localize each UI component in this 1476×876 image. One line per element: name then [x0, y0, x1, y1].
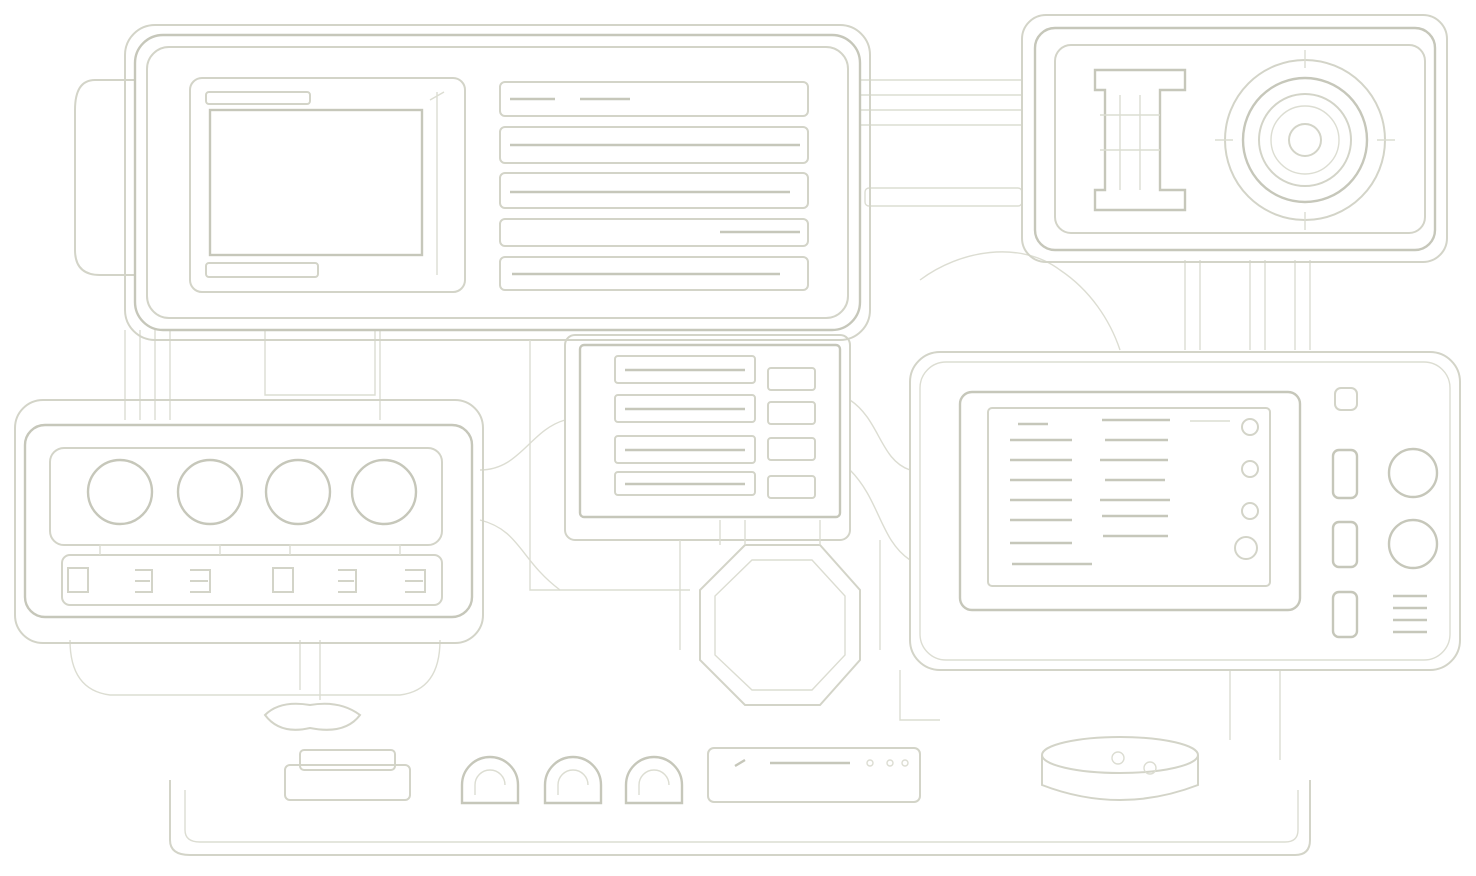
- main-display-panel: [74, 24, 871, 341]
- dome-buttons: [460, 755, 684, 805]
- knob-icon: [86, 458, 418, 526]
- dial-panel: [1021, 14, 1448, 263]
- octagon-connector: [679, 520, 881, 706]
- block-icon: [1093, 68, 1187, 212]
- monitor-icon: [189, 77, 466, 293]
- oval-button: [1041, 736, 1199, 801]
- side-buttons: [1331, 387, 1439, 639]
- slider-box: [707, 747, 921, 803]
- list-panel: [529, 334, 851, 591]
- connector-lines: [124, 79, 1311, 760]
- dial-icon: [1215, 50, 1395, 230]
- control-screen-panel: [909, 351, 1461, 671]
- list-rows: [499, 81, 809, 291]
- list-icon: [614, 355, 756, 496]
- base-console: [169, 736, 1311, 856]
- knob-panel: [14, 399, 484, 731]
- switch-row: [67, 567, 426, 593]
- control-screen-icon: [958, 390, 1302, 612]
- console-icon: [284, 749, 411, 801]
